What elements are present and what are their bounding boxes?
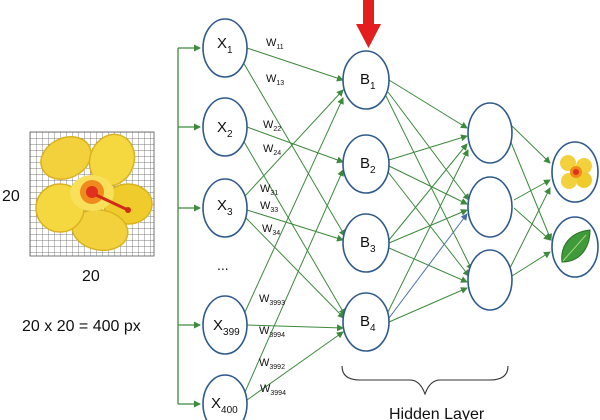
hidden-layer-label: Hidden Layer	[389, 406, 485, 420]
input-node-label: X3	[217, 197, 233, 218]
input-node	[202, 97, 248, 157]
hidden-layer-brace	[341, 365, 509, 396]
hidden-layer-1	[342, 50, 390, 352]
weight-label: W11	[266, 37, 284, 51]
hidden2-node	[467, 102, 513, 164]
weight-label: W33	[260, 200, 278, 214]
input-node-label: X1	[217, 35, 233, 56]
weight-label: W3993	[259, 293, 285, 307]
input-node-label: X399	[213, 317, 240, 338]
weight-label: W3994	[260, 383, 286, 397]
hidden-node-label: B4	[360, 313, 376, 334]
hidden-node	[342, 213, 390, 273]
input-ellipsis: ...	[217, 257, 229, 273]
image-width-label: 20	[82, 268, 100, 285]
hidden-node-label: B2	[360, 155, 376, 176]
input-node	[202, 295, 248, 355]
hidden-node	[342, 134, 390, 194]
hidden2-node	[467, 249, 513, 311]
weight-label: W31	[260, 183, 278, 197]
flower-image	[35, 133, 153, 252]
input-layer	[202, 18, 248, 420]
weight-label: W22	[263, 119, 281, 133]
input-image	[29, 131, 155, 257]
weight-label: W3992	[259, 357, 285, 371]
input-node	[202, 18, 248, 78]
input-node	[202, 374, 248, 420]
hidden-node-label: B1	[360, 71, 376, 92]
hidden-node	[342, 50, 390, 110]
input-bracket	[177, 44, 201, 408]
flower-icon	[560, 155, 592, 189]
input-node-label: X2	[217, 119, 233, 140]
weight-label: W24	[263, 143, 281, 157]
input-node-label: X400	[211, 395, 238, 416]
weight-labels: W11W13W22W24W31W33W34W3993W3994W3992W399…	[259, 37, 286, 397]
output-edges	[509, 125, 552, 277]
weight-label: W34	[262, 223, 280, 237]
image-height-label: 20	[2, 188, 20, 205]
hidden-node-label: B3	[360, 234, 376, 255]
weight-label: W3994	[259, 325, 285, 339]
hidden2-node	[467, 176, 513, 238]
output-layer	[551, 141, 599, 278]
input-hidden-edges	[242, 47, 346, 401]
leaf-icon	[561, 229, 591, 263]
hidden-layer-2	[467, 102, 513, 311]
input-node	[202, 178, 248, 238]
hidden-node	[342, 292, 390, 352]
pixel-count-caption: 20 x 20 = 400 px	[22, 318, 141, 335]
weight-label: W13	[266, 73, 284, 87]
red-arrow-icon	[356, 0, 381, 48]
hidden-hidden-edges	[385, 79, 473, 323]
